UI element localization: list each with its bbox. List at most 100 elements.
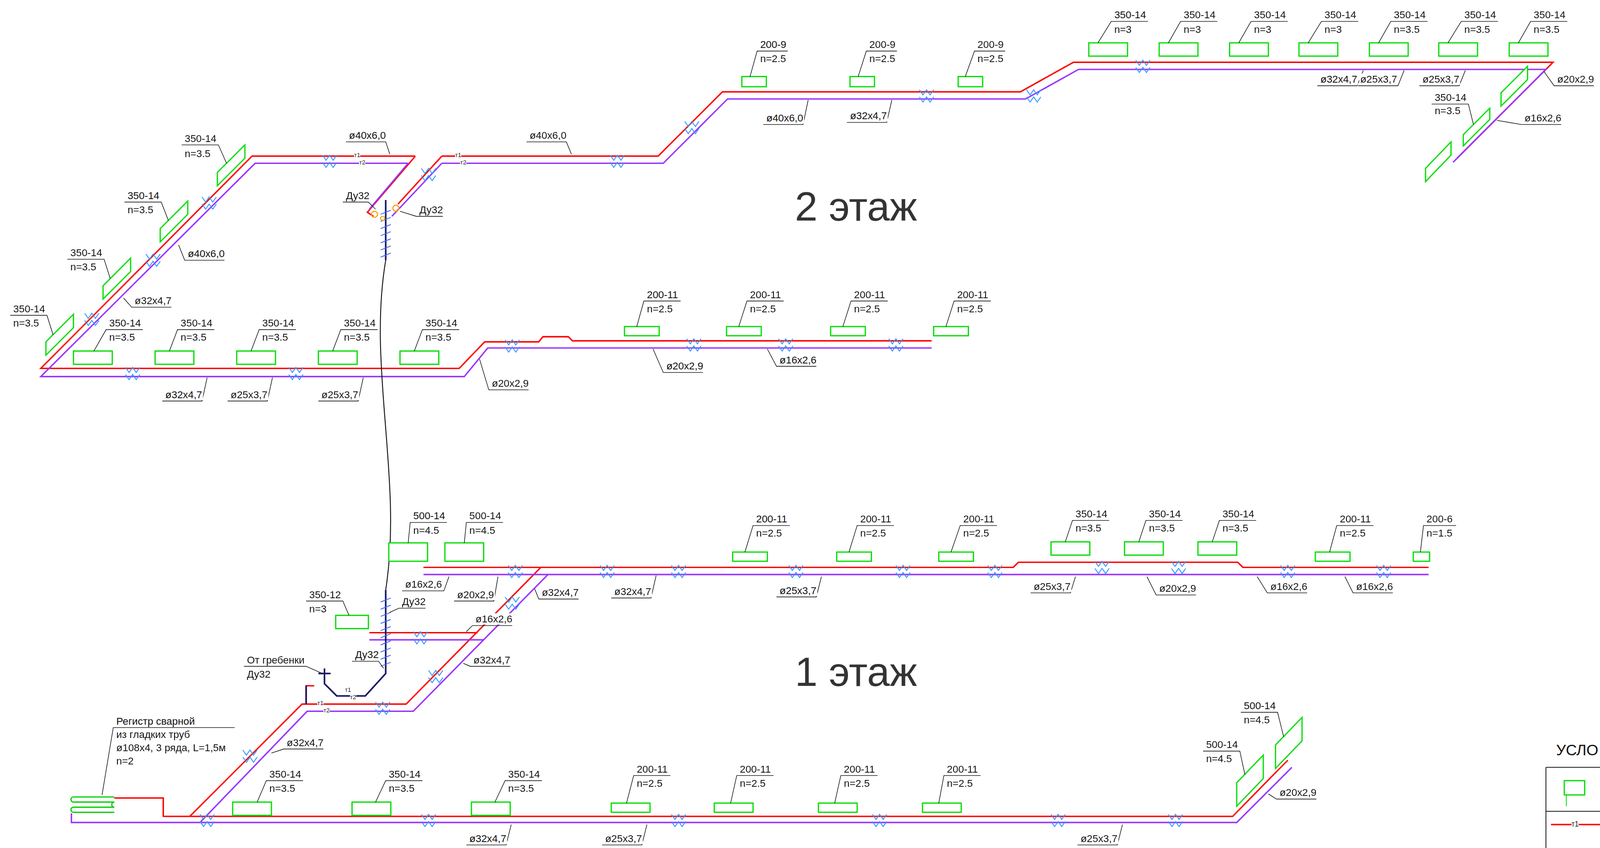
callout-label: n=3 (1323, 23, 1343, 35)
callout-label: ø25x3,7 (1421, 73, 1461, 85)
callout-label: 350-14 (261, 317, 296, 329)
callout-label: 350-14 (69, 247, 104, 259)
callout-label: 350-14 (387, 768, 422, 781)
callout-label: n=2.5 (1338, 527, 1367, 540)
callout-label: 200-11 (842, 763, 876, 776)
callout-label: n=3.5 (1393, 23, 1421, 35)
callout-label: Ду32 (354, 649, 380, 661)
callout-label: n=2.5 (635, 778, 664, 790)
callout-label: ø32x4,7 (848, 110, 888, 122)
callout-label: 500-14 (1205, 739, 1240, 751)
callout-label: n=2.5 (755, 527, 784, 540)
floor-title: 2 этаж (794, 183, 919, 229)
callout-label: ø20x2,9 (1278, 787, 1318, 799)
pipe-code: т2 (349, 694, 357, 702)
pipe-code: т1 (344, 687, 352, 695)
callout-label: n=4.5 (468, 524, 497, 537)
callout-label: n=3.5 (179, 331, 208, 344)
valve-symbol (371, 205, 399, 221)
callout-label: 200-11 (859, 513, 893, 525)
callout-label: ø20x2,9 (490, 377, 530, 390)
callout-label: n=2.5 (738, 778, 767, 790)
callout-label: 350-14 (1323, 9, 1358, 21)
callout-label: 200-11 (956, 288, 990, 301)
callout-label: из гладких труб (115, 729, 191, 741)
callout-label: ø16x2,6 (1269, 581, 1309, 593)
callout-label: ø16x2,6 (1523, 112, 1563, 124)
callout-label: n=3.5 (12, 317, 41, 329)
pipe-code: т1 (1571, 821, 1579, 830)
register-symbol (70, 797, 115, 813)
callout-label: n=3.5 (268, 783, 297, 795)
callout-label: Ду32 (344, 190, 371, 202)
callout-label: Регистр сварной (115, 715, 196, 727)
callout-label: n=2.5 (962, 527, 991, 540)
callout-label: 200-11 (635, 763, 669, 776)
callout-label: 200-6 (1425, 513, 1454, 525)
callout-label: ø32x4,7 (133, 295, 173, 307)
callout-label: 350-14 (342, 317, 377, 329)
callout-label: n=2.5 (956, 303, 985, 315)
callout-label: ø32x4,7 (285, 736, 325, 749)
callout-label: 500-14 (412, 510, 446, 522)
callout-label: n=3 (1182, 23, 1203, 35)
callout-label: ø40x6,0 (348, 129, 387, 142)
callout-label: n=4.5 (1205, 753, 1234, 765)
callout-label: n=2.5 (852, 303, 881, 315)
callout-label: Ду32 (401, 596, 427, 608)
callout-label: n=3.5 (342, 331, 371, 344)
callout-label: 500-14 (1242, 700, 1277, 712)
callout-label: 350-12 (307, 588, 342, 601)
callout-label: n=1.5 (1425, 527, 1454, 540)
callout-label: 200-11 (962, 513, 996, 525)
callout-label: 350-14 (179, 317, 214, 329)
riser-pipe (306, 200, 386, 705)
callout-label: ø32x4,7 (613, 586, 652, 598)
callout-label: ø32x4,7 (468, 832, 508, 845)
callout-label: 350-14 (1182, 9, 1217, 21)
callout-label: n=3.5 (1463, 23, 1492, 35)
callout-label: ø20x2,9 (455, 588, 495, 601)
callout-label: 350-14 (1532, 9, 1567, 21)
pipe-code: т1 (455, 152, 462, 160)
callout-label: n=3.5 (387, 783, 416, 795)
callout-label: n=2.5 (945, 778, 974, 790)
callout-label: n=3.5 (1148, 522, 1177, 535)
callout-label: ø16x2,6 (403, 578, 443, 591)
callout-label: ø16x2,6 (778, 354, 818, 366)
callout-label: ø16x2,6 (1355, 581, 1394, 593)
callout-label: n=2.5 (748, 303, 777, 315)
callout-label: Ду32 (245, 668, 272, 681)
legend-heading: УСЛО (1555, 741, 1600, 759)
callout-label: ø25x3,7 (603, 832, 643, 845)
callout-label: От гребенки (245, 654, 306, 666)
callout-label: 200-9 (868, 38, 897, 51)
callout-label: ø32x4,7 (472, 654, 512, 666)
callout-label: n=3.5 (1532, 23, 1561, 35)
callout-label: ø108x4, 3 ряда, L=1,5м (115, 742, 227, 754)
callout-label: ø25x3,7 (1079, 832, 1119, 845)
callout-label: n=3.5 (69, 261, 98, 273)
callout-label: n=3 (307, 603, 328, 615)
callout-label: 350-14 (268, 768, 302, 781)
leader-lines (10, 21, 1594, 846)
callout-label: 350-14 (1148, 508, 1182, 520)
pipe-code: т2 (460, 159, 467, 167)
callout-label: n=2.5 (868, 52, 897, 65)
callout-label: 350-14 (507, 768, 541, 781)
callout-label: n=3.5 (507, 783, 536, 795)
callout-label: ø16x2,6 (474, 613, 514, 626)
callout-label: 350-14 (12, 303, 47, 315)
callout-label: ø40x6,0 (186, 248, 226, 260)
callout-label: 200-9 (759, 38, 788, 51)
callout-label: ø20x2,9 (665, 360, 705, 372)
pipe-code: т1 (317, 700, 324, 708)
callout-label: n=3.5 (108, 331, 137, 344)
callout-label: n=2.5 (842, 778, 871, 790)
callout-label: 200-11 (1338, 513, 1372, 525)
callout-label: 350-14 (424, 317, 459, 329)
callout-label: 200-9 (976, 38, 1005, 51)
callout-label: Ду32 (418, 204, 445, 216)
